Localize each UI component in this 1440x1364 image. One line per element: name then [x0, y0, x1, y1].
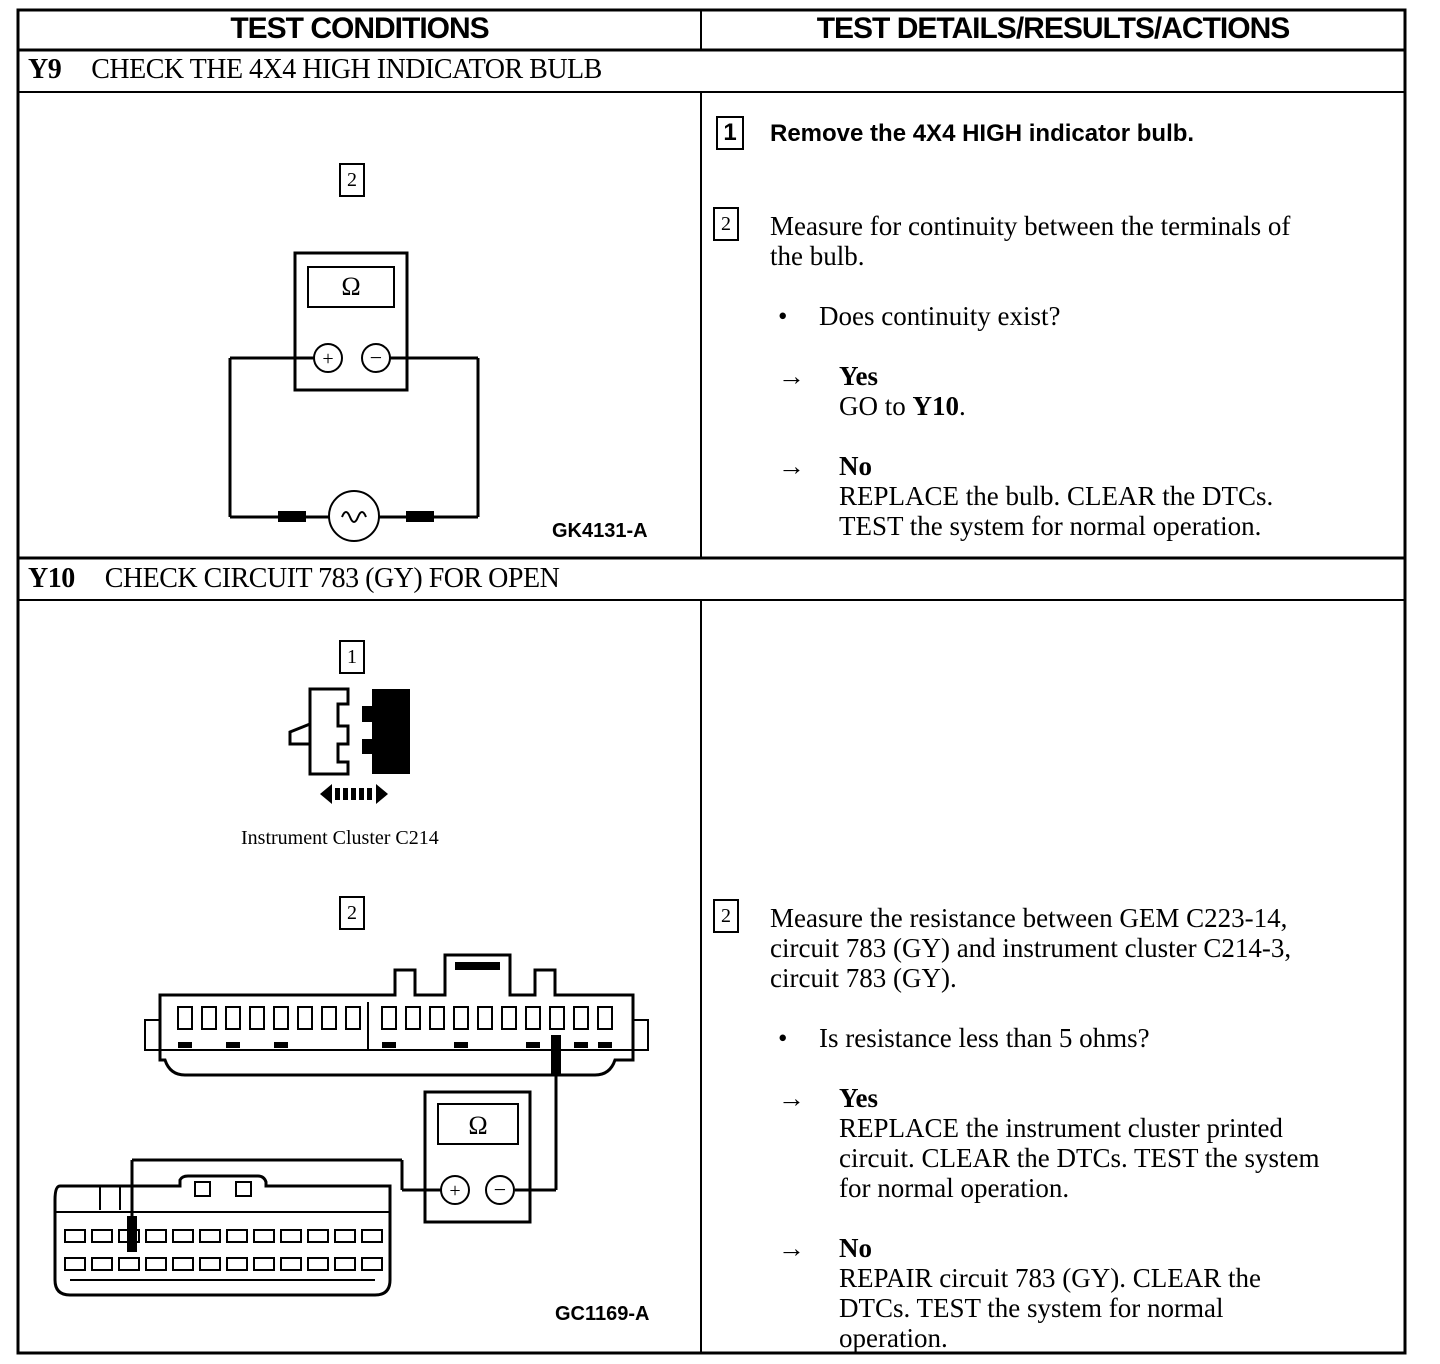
y9-goto-target: Y10	[912, 391, 960, 421]
y9-step-1-number: 1	[716, 116, 744, 150]
y10-no-action-line2: DTCs. TEST the system for normal	[839, 1293, 1224, 1323]
y10-ohm-symbol: Ω	[468, 1111, 487, 1140]
y10-no-arrow-icon: →	[778, 1233, 805, 1263]
y9-bullet: •	[778, 301, 788, 331]
svg-text:+: +	[322, 348, 333, 370]
header-test-details: TEST DETAILS/RESULTS/ACTIONS	[816, 12, 1291, 45]
header-test-conditions: TEST CONDITIONS	[230, 12, 489, 45]
y10-yes-action-line1: REPLACE the instrument cluster printed	[839, 1113, 1283, 1143]
svg-text:−: −	[370, 345, 382, 370]
section-y9-id: Y9	[28, 54, 62, 85]
y10-no-label: No	[839, 1233, 872, 1263]
y9-step-2-line2: the bulb.	[770, 241, 865, 271]
svg-text:+: +	[449, 1180, 460, 1202]
section-y10-id: Y10	[28, 563, 75, 594]
y10-disconnect-connector-icon	[288, 687, 410, 804]
y9-yes-label: Yes	[839, 361, 878, 391]
y10-step-2-line2: circuit 783 (GY) and instrument cluster …	[770, 933, 1292, 963]
y10-connector-caption: Instrument Cluster C214	[241, 827, 439, 849]
y9-ohm-symbol: Ω	[341, 272, 360, 301]
section-y10-title: Y10 CHECK CIRCUIT 783 (GY) FOR OPEN	[28, 563, 560, 595]
y9-no-arrow-icon: →	[778, 451, 805, 481]
y9-no-action-line1: REPLACE the bulb. CLEAR the DTCs.	[839, 481, 1274, 511]
y9-step-2-number: 2	[713, 207, 739, 241]
svg-text:−: −	[494, 1177, 506, 1202]
y10-gem-connector-diagram: Ω + −	[53, 953, 649, 1297]
y9-multimeter-diagram: Ω + −	[228, 251, 480, 542]
y10-yes-action-line3: for normal operation.	[839, 1173, 1070, 1203]
y10-figure-step-2: 2	[339, 896, 365, 930]
y9-step-2-line1: Measure for continuity between the termi…	[770, 211, 1291, 241]
y9-figure-code: GK4131-A	[552, 520, 648, 542]
y10-question: Is resistance less than 5 ohms?	[819, 1023, 1150, 1053]
section-y9-title: Y9 CHECK THE 4X4 HIGH INDICATOR BULB	[28, 54, 602, 86]
y10-yes-label: Yes	[839, 1083, 878, 1113]
y10-step-2-line1: Measure the resistance between GEM C223-…	[770, 903, 1288, 933]
y10-bullet: •	[778, 1023, 788, 1053]
y10-no-action-line1: REPAIR circuit 783 (GY). CLEAR the	[839, 1263, 1261, 1293]
y9-figure-step-2: 2	[339, 163, 365, 197]
y9-no-label: No	[839, 451, 872, 481]
y9-step-1-text: Remove the 4X4 HIGH indicator bulb.	[770, 120, 1195, 147]
y9-yes-arrow-icon: →	[778, 361, 805, 391]
section-y10-heading: CHECK CIRCUIT 783 (GY) FOR OPEN	[104, 563, 560, 594]
y10-step-2-line3: circuit 783 (GY).	[770, 963, 957, 993]
y10-step-2-number: 2	[713, 899, 739, 933]
y10-no-action-line3: operation.	[839, 1323, 948, 1353]
y10-figure-step-1: 1	[339, 640, 365, 674]
y10-yes-action-line2: circuit. CLEAR the DTCs. TEST the system	[839, 1143, 1320, 1173]
section-y9-heading: CHECK THE 4X4 HIGH INDICATOR BULB	[91, 54, 602, 85]
y9-question: Does continuity exist?	[819, 301, 1061, 331]
y9-yes-action: GO to Y10.	[839, 391, 966, 421]
y9-no-action-line2: TEST the system for normal operation.	[839, 511, 1262, 541]
y10-figure-code: GC1169-A	[555, 1303, 650, 1325]
y10-yes-arrow-icon: →	[778, 1083, 805, 1113]
